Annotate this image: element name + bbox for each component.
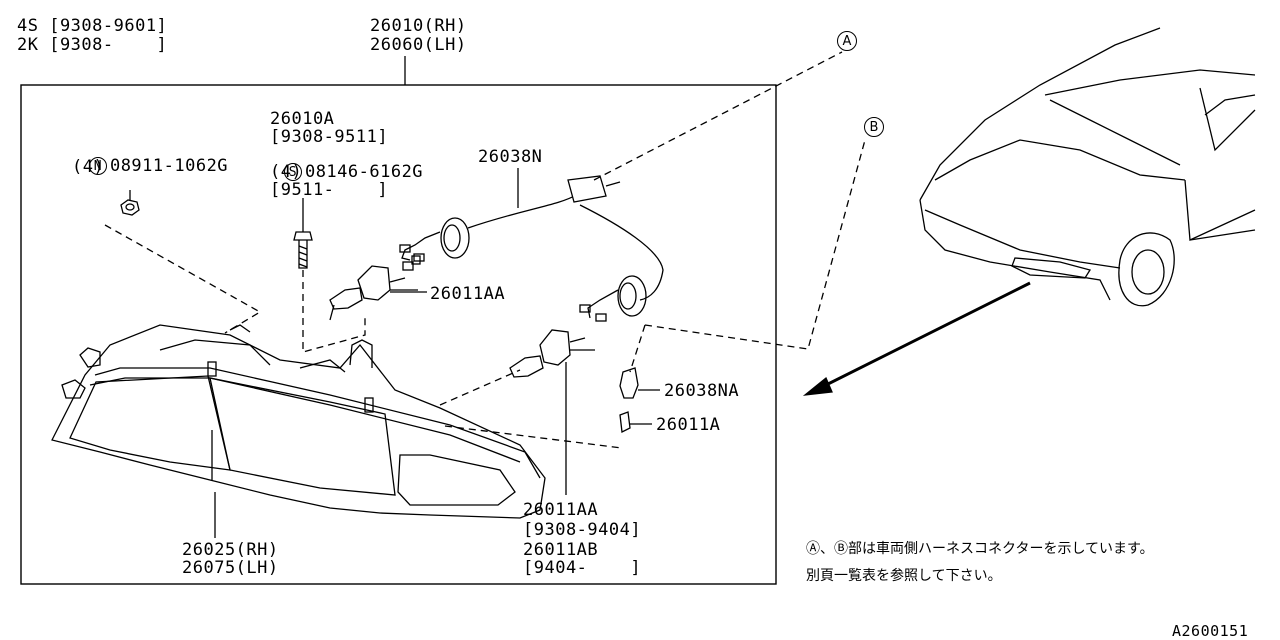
model-line-2: 2K [9308- ]	[17, 35, 168, 55]
bulb-lower-number-2: 26011AB	[523, 540, 599, 560]
vehicle-drawing	[919, 27, 1256, 307]
harness-label: 26038N	[478, 147, 543, 167]
nut-number: 08911-1062G	[109, 156, 229, 176]
small-bulb-label: 26011A	[656, 415, 721, 435]
bulb-lower-range-2: [9404- ]	[523, 558, 642, 578]
model-line-1: 4S [9308-9601]	[17, 16, 168, 36]
dashed-line-socket	[629, 324, 646, 373]
nut-part	[120, 190, 140, 216]
screw-alt-range: [9308-9511]	[270, 127, 389, 147]
assembly-rh-label: 26010(RH)	[370, 16, 467, 36]
assembly-frame	[20, 84, 777, 585]
callout-b: B	[864, 117, 884, 137]
callout-a: A	[837, 31, 857, 51]
nut-dashed-leader	[104, 224, 262, 334]
dashed-line-a	[593, 51, 843, 181]
bulb-lower-number-1: 26011AA	[523, 500, 599, 520]
assembly-lh-label: 26060(LH)	[370, 35, 467, 55]
screw-part	[293, 198, 313, 269]
dashed-line-bulb	[444, 425, 623, 449]
nut-qty: (4)	[72, 157, 105, 177]
screw-qty: (4)	[270, 162, 303, 182]
note-line-2: 別頁一覧表を参照して下さい。	[806, 568, 1002, 584]
upper-bulb	[329, 255, 421, 321]
dashed-line-b	[644, 139, 866, 350]
dashed-line-housing	[439, 369, 521, 406]
arrow-shaft	[819, 281, 1031, 390]
screw-alt-number: 26010A	[270, 109, 335, 129]
nut-symbol: N	[88, 157, 107, 175]
screw-number: 08146-6162G	[304, 162, 424, 182]
socket-and-small-bulb	[619, 367, 660, 433]
screw-range: [9511- ]	[270, 180, 389, 200]
note-line-1: Ⓐ、Ⓑ部は車両側ハーネスコネクターを示しています。	[806, 541, 1154, 557]
arrow-head	[802, 376, 833, 396]
bulb-upper-label: 26011AA	[430, 284, 506, 304]
screw-dashed-leader	[302, 270, 366, 353]
lower-bulb	[509, 329, 595, 495]
screw-symbol: S	[283, 163, 302, 181]
lamp-housing-rh-label: 26025(RH)	[182, 540, 279, 560]
bulb-lower-range-1: [9308-9404]	[523, 520, 642, 540]
lamp-housing-lh-label: 26075(LH)	[182, 558, 279, 578]
socket-label: 26038NA	[664, 381, 740, 401]
harness	[399, 168, 664, 322]
figure-id: A2600151	[1172, 622, 1249, 640]
headlamp-housing	[51, 324, 546, 538]
